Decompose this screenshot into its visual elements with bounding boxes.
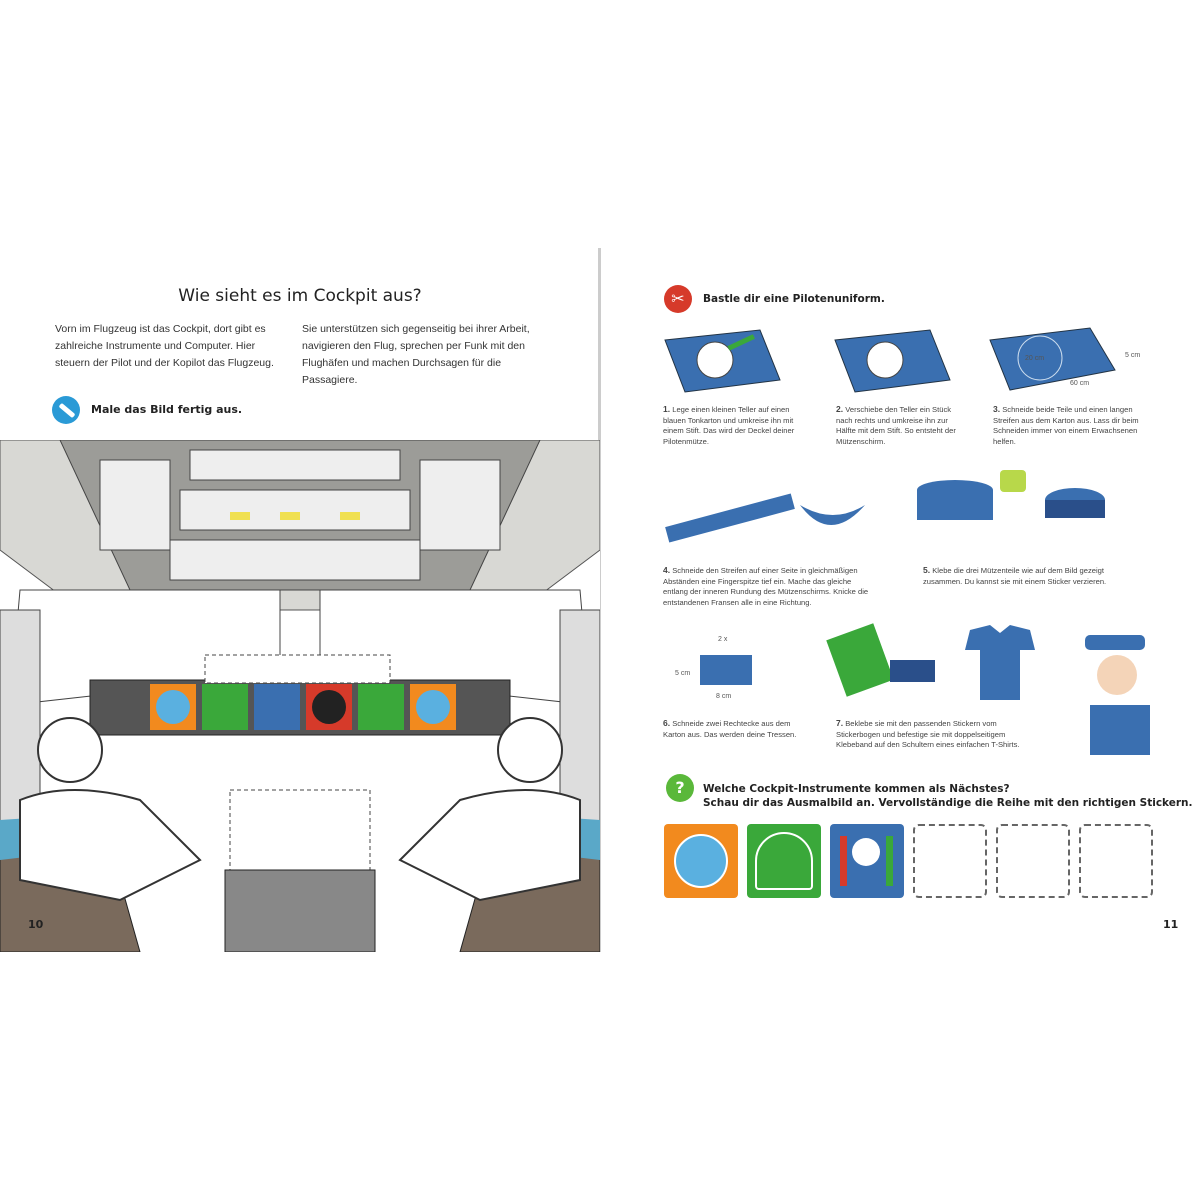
empty-sticker-slot-2[interactable] — [996, 824, 1070, 898]
intro-paragraph-1: Vorn im Flugzeug ist das Cockpit, dort g… — [55, 323, 274, 369]
sticker-engine-gauges — [830, 824, 904, 898]
page-number-left: 10 — [28, 918, 44, 931]
step-1: 1. Lege einen kleinen Teller auf einen b… — [663, 404, 795, 446]
step-4-5-illustrations — [665, 470, 1105, 543]
empty-sticker-slot-3[interactable] — [1079, 824, 1153, 898]
page-number-right: 11 — [1163, 918, 1179, 931]
step-2: 2. Verschiebe den Teller ein Stück nach … — [836, 404, 956, 446]
sticker-navigation-display — [747, 824, 821, 898]
step-5: 5. Klebe die drei Mützenteile wie auf de… — [923, 565, 1107, 586]
sticker-attitude-indicator — [664, 824, 738, 898]
dim-2x: 2 x — [718, 636, 728, 643]
craft-title: Bastle dir eine Pilotenuniform. — [703, 293, 885, 305]
dim-20cm: 20 cm — [1025, 355, 1045, 362]
intro-paragraph-2: Sie unterstützen sich gegenseitig bei ih… — [302, 323, 530, 386]
scissors-icon: ✂ — [664, 285, 692, 313]
cockpit-illustration — [0, 440, 600, 952]
page-title: Wie sieht es im Cockpit aus? — [178, 286, 422, 306]
step-7: 7. Beklebe sie mit den passenden Sticker… — [836, 718, 1020, 749]
step-4: 4. Schneide den Streifen auf einer Seite… — [663, 565, 869, 607]
dim-60cm: 60 cm — [1070, 380, 1090, 387]
task-label: Male das Bild fertig aus. — [91, 403, 243, 416]
dim-5cm: 5 cm — [1125, 352, 1141, 359]
step-6: 6. Schneide zwei Rechtecke aus dem Karto… — [663, 718, 797, 739]
dim-rect-8cm: 8 cm — [716, 693, 732, 700]
step-6-7-illustrations — [700, 623, 1150, 755]
empty-sticker-slot-1[interactable] — [913, 824, 987, 898]
question-icon: ? — [666, 774, 694, 802]
pencil-icon — [52, 396, 80, 424]
step-3: 3. Schneide beide Teile und einen langen… — [993, 404, 1139, 446]
dim-rect-5cm: 5 cm — [675, 670, 691, 677]
step-1-3-illustrations — [664, 327, 1116, 393]
quiz-prompt: Welche Cockpit-Instrumente kommen als Nä… — [703, 783, 1193, 809]
